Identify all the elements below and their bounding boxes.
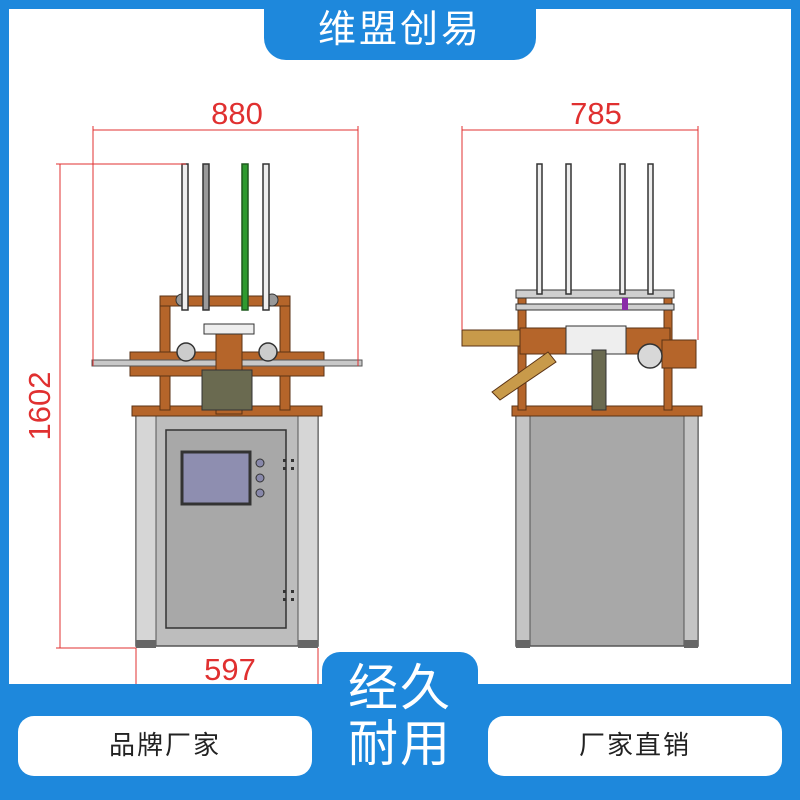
badge-brand-factory: 品牌厂家 bbox=[18, 716, 312, 776]
side-rod-4 bbox=[647, 163, 654, 295]
front-button-2 bbox=[255, 473, 265, 483]
side-rod-1 bbox=[536, 163, 543, 295]
front-view: 880 1602 597 bbox=[22, 96, 363, 690]
side-panel-purple bbox=[622, 298, 628, 310]
front-top-beam bbox=[159, 295, 291, 307]
badge-factory-direct: 厂家直销 bbox=[488, 716, 782, 776]
front-width-dimension bbox=[92, 126, 359, 366]
base-width-label: 597 bbox=[204, 652, 256, 687]
front-rod-3 bbox=[241, 163, 249, 311]
side-wheel bbox=[637, 343, 663, 369]
front-motor bbox=[201, 369, 253, 411]
front-tray bbox=[203, 323, 255, 335]
slogan-line-1: 经久 bbox=[348, 659, 452, 717]
front-vent-top bbox=[283, 459, 294, 470]
front-wheel-right bbox=[258, 342, 278, 362]
front-vent-bottom bbox=[283, 590, 294, 601]
side-width-dimension bbox=[461, 126, 699, 340]
side-base-plate bbox=[511, 405, 703, 417]
front-cabinet-side-left bbox=[135, 413, 157, 647]
side-cabinet-edge-right bbox=[683, 413, 699, 647]
side-chute bbox=[491, 351, 557, 401]
front-width-label: 880 bbox=[211, 96, 263, 131]
base-width-dimension bbox=[135, 648, 319, 690]
front-button-1 bbox=[255, 458, 265, 468]
side-width-label: 785 bbox=[570, 96, 622, 131]
side-top-bar-2 bbox=[515, 303, 675, 311]
side-foot-right bbox=[684, 640, 698, 648]
front-wheel-left bbox=[176, 342, 196, 362]
front-height-dimension bbox=[56, 163, 186, 649]
front-hmi-screen bbox=[180, 450, 252, 506]
front-foot-left bbox=[136, 640, 156, 648]
brand-title: 维盟创易 bbox=[264, 0, 536, 60]
side-arm bbox=[461, 329, 523, 347]
front-button-3 bbox=[255, 488, 265, 498]
front-cabinet-side-right bbox=[297, 413, 319, 647]
front-rod-4 bbox=[262, 163, 270, 311]
slogan-box bbox=[322, 652, 478, 800]
side-rod-2 bbox=[565, 163, 572, 295]
side-foot-left bbox=[516, 640, 530, 648]
front-rod-2 bbox=[202, 163, 210, 311]
side-rod-3 bbox=[619, 163, 626, 295]
side-top-bar bbox=[515, 289, 675, 299]
side-view: 785 bbox=[461, 96, 703, 648]
front-height-label: 1602 bbox=[22, 372, 57, 441]
side-right-block bbox=[661, 339, 697, 369]
front-foot-right bbox=[298, 640, 318, 648]
side-cabinet-edge-left bbox=[515, 413, 531, 647]
side-gearbox bbox=[565, 325, 627, 355]
side-cabinet bbox=[515, 413, 699, 647]
front-rod-1 bbox=[181, 163, 189, 311]
slogan-line-2: 耐用 bbox=[348, 715, 452, 773]
side-column bbox=[591, 349, 607, 411]
